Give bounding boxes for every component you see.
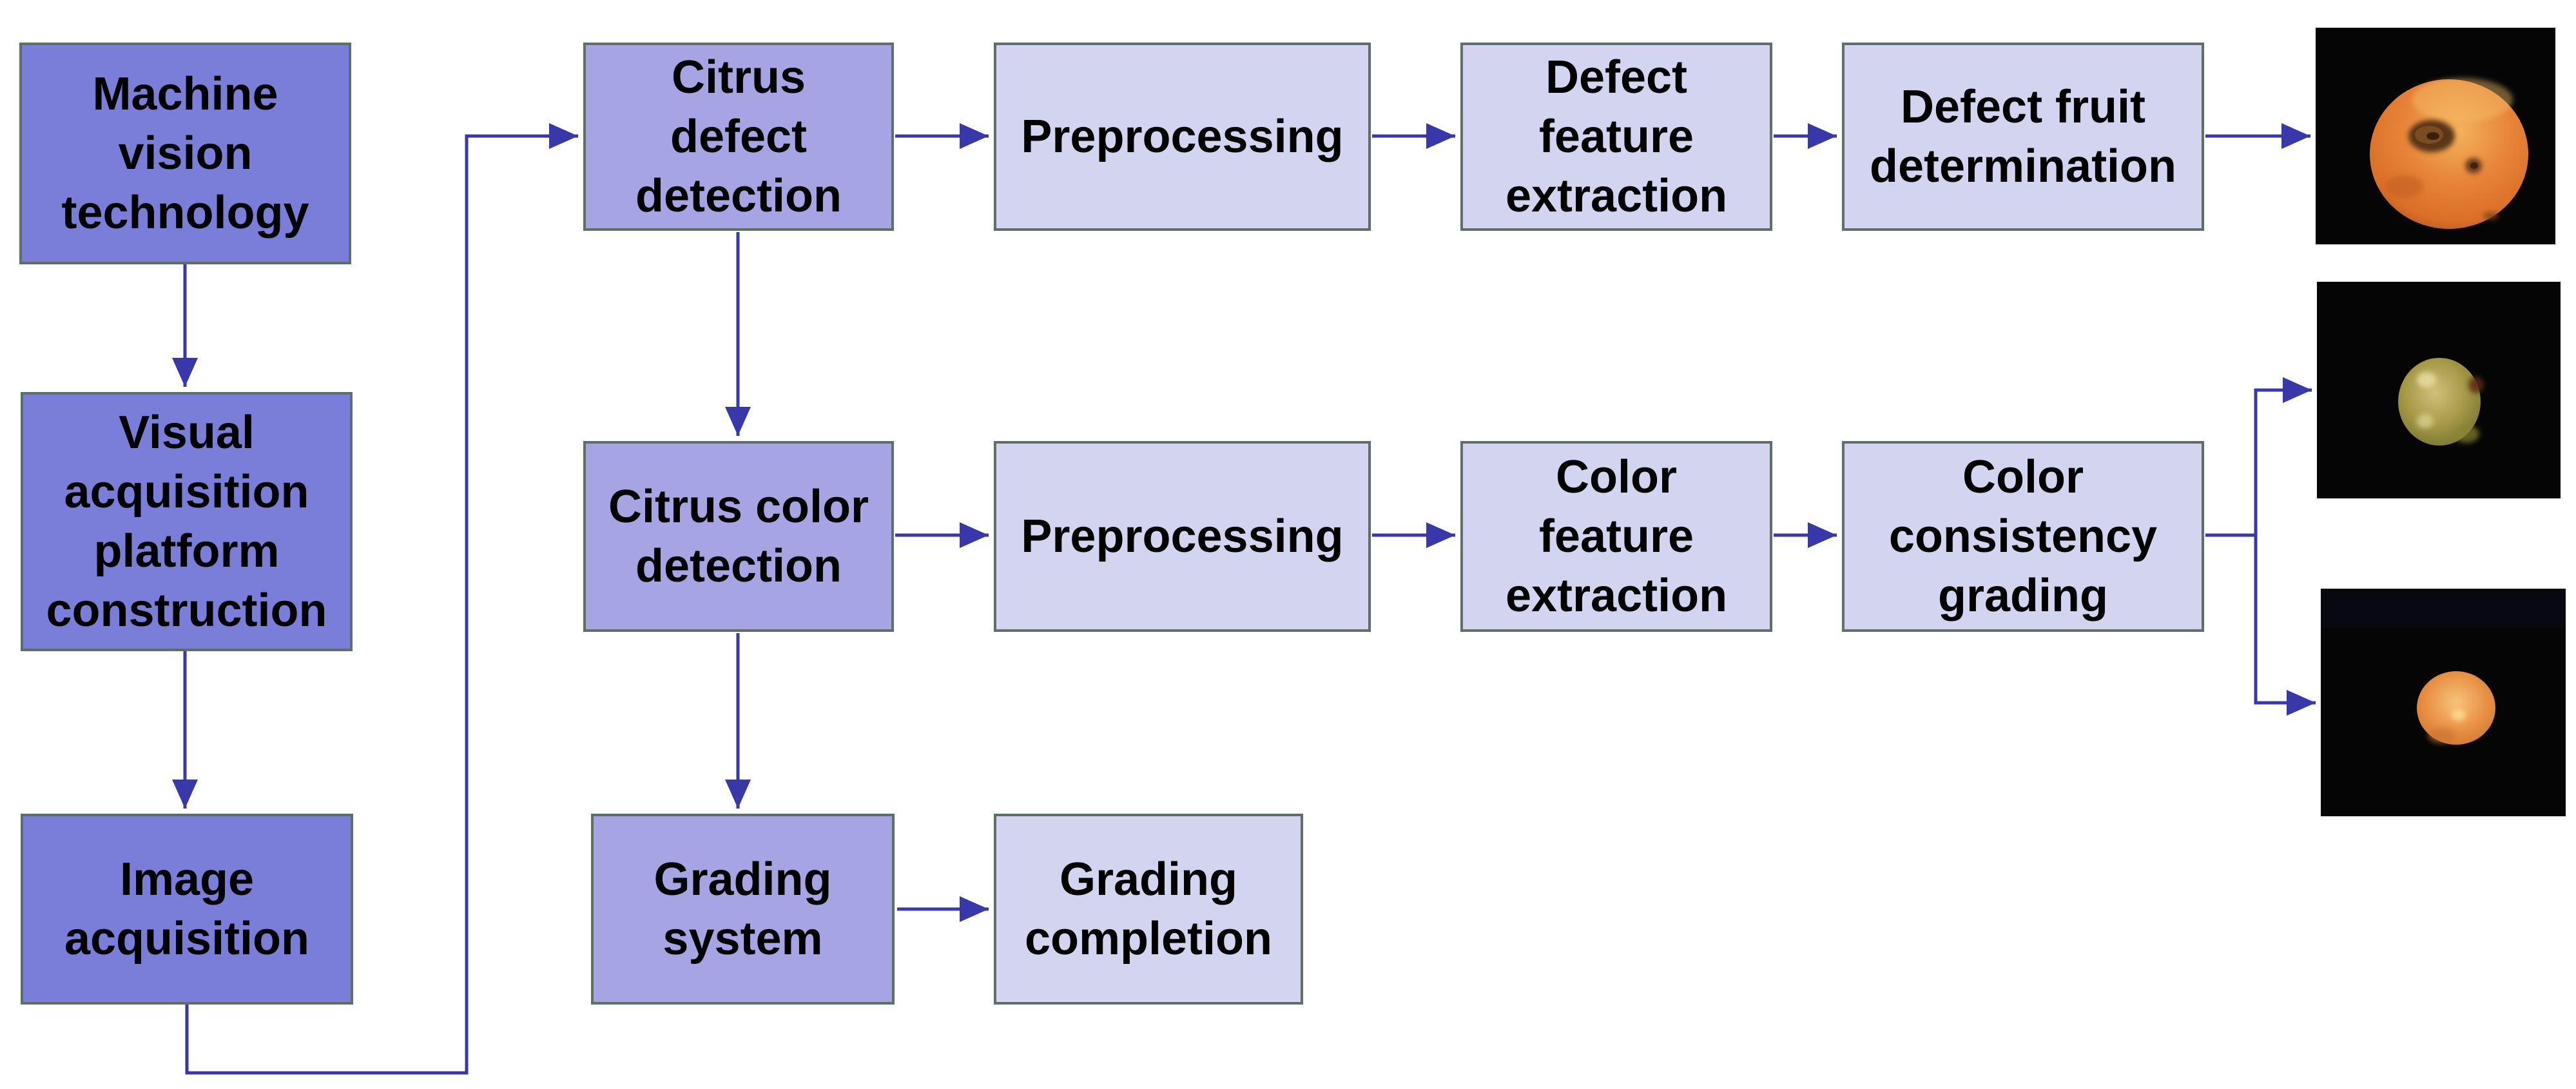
- orange-fruit-image: [2321, 589, 2566, 816]
- arrow-grading-to-orange-image: [2254, 535, 2316, 716]
- node-preprocessing-color: Preprocessing: [994, 441, 1371, 632]
- node-color-consistency-grading: Color consistency grading: [1842, 441, 2204, 632]
- arrow-image-to-defect-detection: [185, 123, 578, 1075]
- node-label: Citrus defect detection: [635, 51, 842, 222]
- node-color-feature-extraction: Color feature extraction: [1460, 441, 1772, 632]
- node-citrus-defect-detection: Citrus defect detection: [583, 43, 894, 231]
- node-label: Defect feature extraction: [1505, 51, 1728, 222]
- node-grading-completion: Grading completion: [994, 814, 1303, 1005]
- node-label: Citrus color detection: [608, 480, 869, 592]
- green-fruit-illustration: [2317, 282, 2561, 498]
- arrow-grading-to-green-image: [2205, 377, 2312, 537]
- node-label: Grading completion: [1024, 853, 1272, 965]
- node-defect-fruit-determination: Defect fruit determination: [1842, 43, 2204, 231]
- node-grading-system: Grading system: [591, 814, 895, 1005]
- node-image-acquisition: Image acquisition: [21, 814, 353, 1005]
- node-citrus-color-detection: Citrus color detection: [583, 441, 894, 632]
- defect-fruit-illustration: [2316, 28, 2555, 244]
- node-label: Visual acquisition platform construction: [46, 406, 327, 637]
- node-label: Preprocessing: [1021, 110, 1344, 162]
- defect-fruit-image: [2316, 28, 2555, 244]
- node-label: Color consistency grading: [1888, 451, 2158, 622]
- node-label: Image acquisition: [64, 853, 310, 965]
- node-label: Machine vision technology: [61, 68, 309, 239]
- node-label: Defect fruit determination: [1869, 81, 2177, 192]
- node-label: Color feature extraction: [1505, 451, 1728, 622]
- orange-fruit-illustration: [2321, 589, 2566, 816]
- node-visual-acquisition-platform-construction: Visual acquisition platform construction: [21, 392, 353, 651]
- node-label: Grading system: [654, 853, 832, 965]
- node-defect-feature-extraction: Defect feature extraction: [1460, 43, 1772, 231]
- green-fruit-image: [2317, 282, 2561, 498]
- node-machine-vision-technology: Machine vision technology: [19, 43, 351, 264]
- node-preprocessing-defect: Preprocessing: [994, 43, 1371, 231]
- node-label: Preprocessing: [1021, 510, 1344, 562]
